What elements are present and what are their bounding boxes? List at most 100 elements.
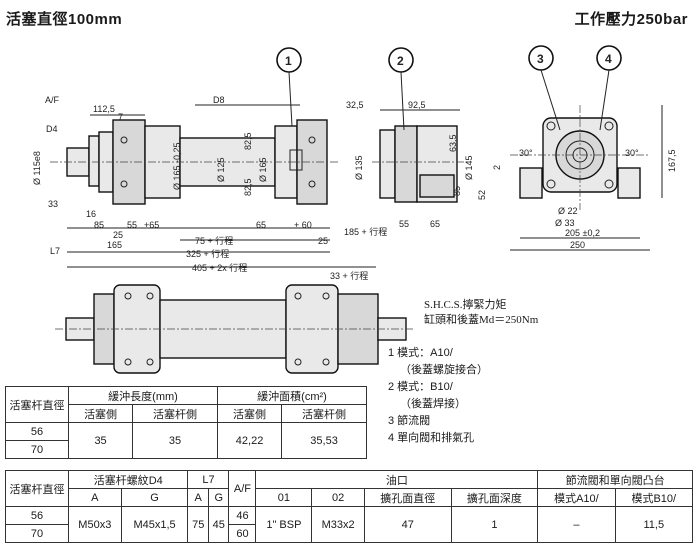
dim-55-front: 55 — [399, 219, 409, 229]
dim-plus-65: +65 — [144, 220, 159, 230]
trunnion-right — [617, 167, 641, 199]
t2-af-70: 60 — [228, 524, 257, 543]
dim-325-stroke: 325 + 行程 — [186, 248, 229, 259]
dim-205: 205 ±0,2 — [565, 228, 600, 238]
dim-dia-115: Ø 115e8 — [32, 151, 42, 185]
t2-header-thread-g: G — [120, 488, 189, 507]
t2-header-valve: 節流閥和單向閥凸台 — [537, 470, 693, 489]
t2-header-l7-a: A — [187, 488, 209, 507]
rod-nut — [88, 135, 100, 187]
t1-rod-56: 56 — [5, 422, 69, 441]
t2-header-counter-dia: 擴孔面直徑 — [363, 488, 452, 507]
end-view — [510, 105, 663, 251]
dim-167-5: 167,5 — [667, 149, 677, 172]
t2-header-rod: 活塞杆直徑 — [5, 470, 69, 507]
svg-text:1: 1 — [285, 54, 292, 68]
t2-port-01: 1" BSP — [255, 506, 313, 543]
dim-82-5-top: 82,5 — [243, 132, 253, 150]
dim-82-5-bot: 82,5 — [243, 178, 253, 196]
dim-25b: 25 — [318, 236, 328, 246]
t2-header-l7-g: G — [207, 488, 230, 507]
dim-dia-33: Ø 33 — [555, 218, 575, 228]
cushion-table: 活塞杆直徑 緩沖長度(mm) 緩沖面積(cm²) 活塞側 活塞杆側 活塞側 活塞… — [5, 386, 368, 459]
legend: 1 模式：A10/ （後蓋螺旋接合） 2 模式：B10/ （後蓋焊接） 3 節流… — [388, 345, 488, 447]
t2-header-counter-depth: 擴孔面深度 — [450, 488, 539, 507]
t2-counter-depth: 1 — [450, 506, 539, 543]
dim-65-front: 65 — [430, 219, 440, 229]
t2-header-l7: L7 — [187, 470, 230, 489]
dim-405-stroke: 405 + 2x 行程 — [192, 262, 247, 273]
dim-165: 165 — [107, 240, 122, 250]
t2-mode-b: 11,5 — [614, 506, 694, 543]
dim-dia-22: Ø 22 — [558, 206, 578, 216]
dim-65: 65 — [256, 220, 266, 230]
title-piston-diameter: 活塞直徑100mm — [6, 11, 123, 28]
t2-rod-56: 56 — [5, 506, 69, 525]
t2-header-port: 油口 — [255, 470, 539, 489]
dim-d8: D8 — [213, 95, 225, 105]
t1-len-rod: 35 — [132, 422, 218, 459]
dim-dia-145: Ø 145 — [464, 155, 474, 180]
dim-85-front: 85 — [452, 186, 462, 196]
dim-112-5: 112,5 — [93, 104, 115, 114]
t1-header-rod-side-len: 活塞杆側 — [132, 404, 218, 423]
t2-header-thread: 活塞杆螺紋D4 — [67, 470, 189, 489]
dim-7: 7 — [118, 112, 123, 122]
callout-1: 1 — [276, 47, 302, 127]
legend-item-3: 3 節流閥 — [388, 415, 431, 427]
t1-area-piston: 42,22 — [216, 422, 283, 459]
dim-52: 52 — [477, 190, 487, 200]
lower-cap-plate — [337, 293, 379, 365]
dim-30deg-right: 30° — [625, 148, 639, 158]
title-working-pressure: 工作壓力250bar — [574, 11, 688, 28]
t2-header-mode-a: 模式A10/ — [537, 488, 616, 507]
dim-55: 55 — [127, 220, 137, 230]
t1-header-rod-side-area: 活塞杆側 — [281, 404, 367, 423]
dim-dia-135: Ø 135 — [354, 155, 364, 180]
dim-dia-165: Ø 165 — [258, 157, 268, 182]
t2-mode-a: – — [537, 506, 616, 543]
dim-75-stroke: 75 + 行程 — [195, 235, 233, 246]
dim-63-5: 63,5 — [448, 134, 458, 152]
t2-rod-70: 70 — [5, 524, 69, 543]
legend-item-4: 4 單向閥和排氣孔 — [388, 432, 475, 444]
callout-4: 4 — [596, 45, 622, 131]
front-flange — [379, 129, 396, 199]
t2-port-02: M33x2 — [311, 506, 365, 543]
callout-3: 3 — [528, 45, 561, 131]
cylinder-assembly-view — [55, 284, 415, 374]
t2-header-af: A/F — [228, 470, 257, 507]
dim-85: 85 — [94, 220, 104, 230]
dim-16: 16 — [86, 209, 96, 219]
svg-text:4: 4 — [605, 52, 612, 66]
t2-l7-a: 75 — [187, 506, 209, 543]
t2-header-port-02: 02 — [311, 488, 365, 507]
dim-25a: 25 — [113, 230, 123, 240]
trunnion-left — [519, 167, 543, 199]
t2-af-56: 46 — [228, 506, 257, 525]
legend-item-2: 2 模式：B10/ — [388, 381, 453, 393]
callout-2: 2 — [388, 47, 414, 131]
t2-thread-g: M45x1,5 — [120, 506, 189, 543]
t2-l7-g: 45 — [207, 506, 230, 543]
dim-32-5: 32,5 — [346, 100, 364, 110]
torque-note-line-1: S.H.C.S.擰緊力矩 — [424, 299, 507, 311]
t2-counter-dia: 47 — [363, 506, 452, 543]
t1-header-cushion-length: 緩沖長度(mm) — [68, 386, 218, 405]
t2-header-thread-a: A — [68, 488, 122, 507]
dim-l7: L7 — [50, 246, 60, 256]
trunnion — [289, 149, 303, 171]
t2-header-port-01: 01 — [255, 488, 313, 507]
t1-header-rod: 活塞杆直徑 — [5, 386, 69, 423]
dim-33: 33 — [48, 199, 58, 209]
dim-185-stroke: 185 + 行程 — [344, 226, 387, 237]
t1-area-rod: 35,53 — [281, 422, 367, 459]
front-valve — [419, 174, 455, 198]
dim-plus-60: + 60 — [294, 220, 312, 230]
t1-header-cushion-area: 緩沖面積(cm²) — [216, 386, 368, 405]
dim-250: 250 — [570, 240, 585, 250]
rod-port-table: 活塞杆直徑 活塞杆螺紋D4 L7 A/F 油口 節流閥和單向閥凸台 A G A … — [5, 470, 694, 543]
front-body — [394, 125, 418, 203]
t2-thread-a: M50x3 — [68, 506, 122, 543]
